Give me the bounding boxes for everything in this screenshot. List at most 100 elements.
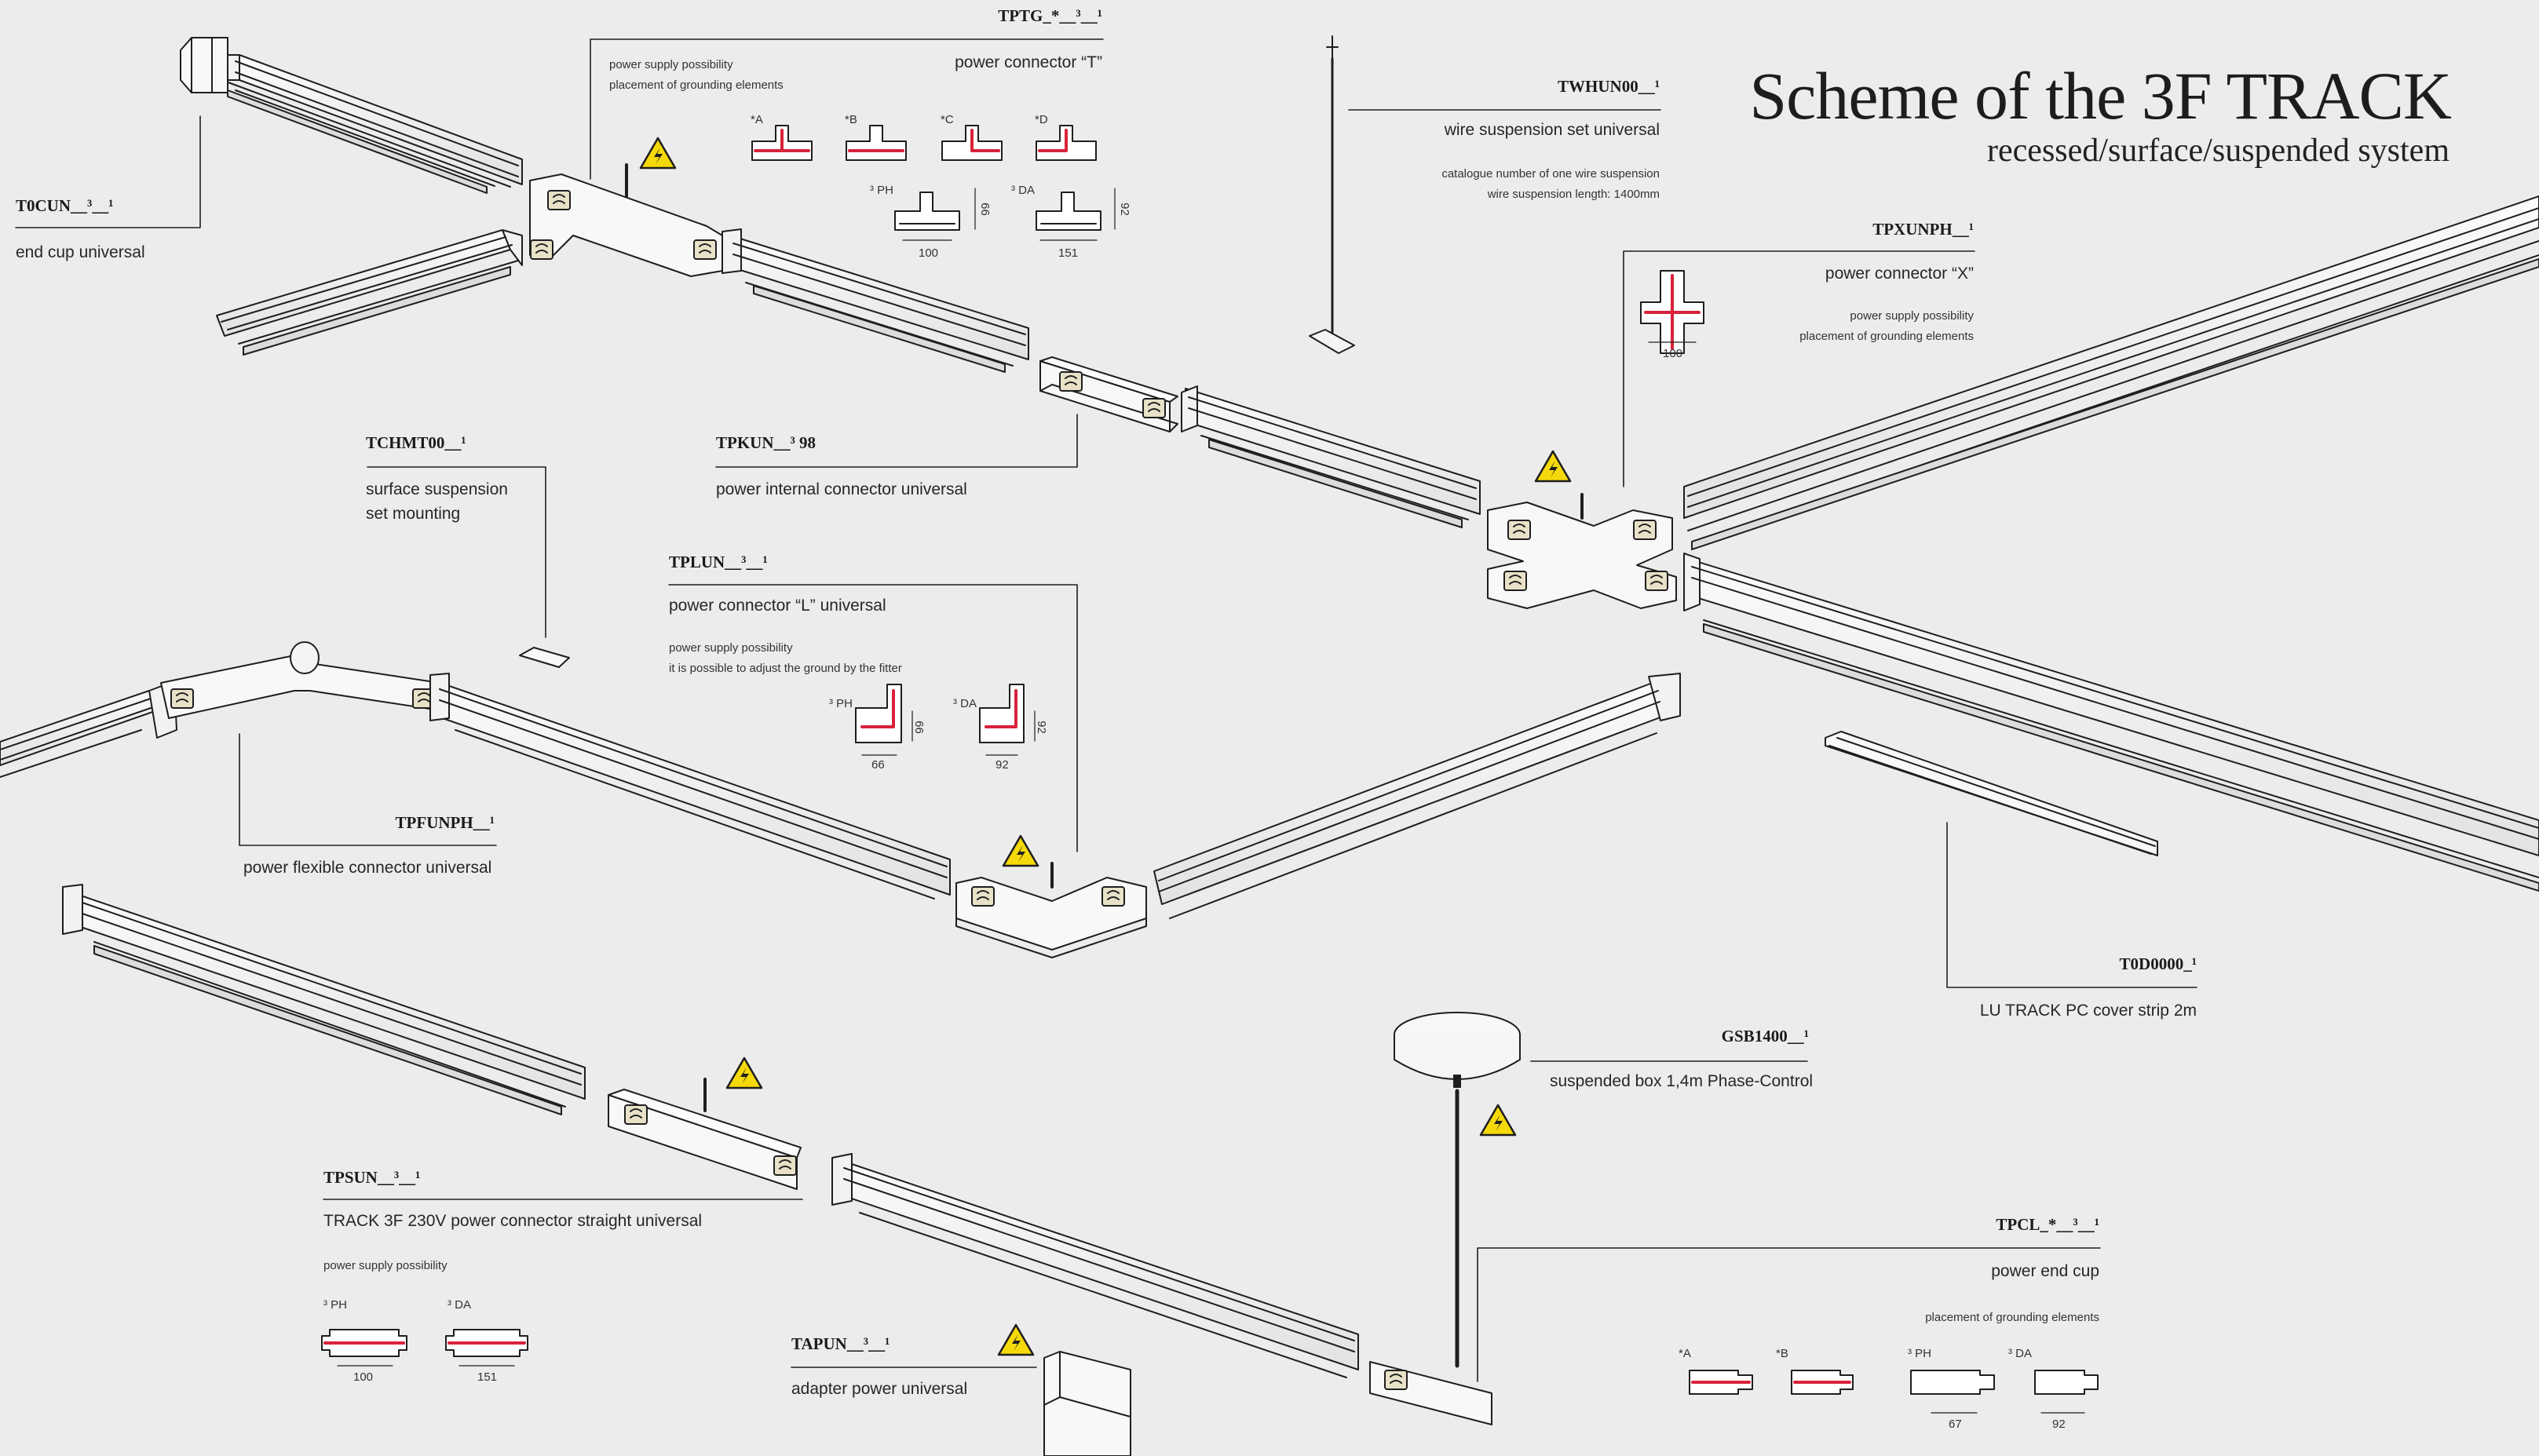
- l-size-ph-tag: ³ PH: [829, 697, 853, 710]
- internal-connector-label: power internal connector universal: [716, 480, 967, 498]
- warning-icon: [725, 1056, 763, 1089]
- end-cup: [180, 37, 228, 93]
- t-connector: [529, 173, 723, 277]
- end-cup-size-ph-tag: ³ PH: [1908, 1347, 1931, 1360]
- t-connector-note-1: power supply possibility: [609, 58, 733, 71]
- l-connector-note-1: power supply possibility: [669, 641, 793, 655]
- track-rail-b: [216, 229, 523, 356]
- cover-strip-code: T0D0000_¹: [2119, 954, 2197, 973]
- surface-suspension-label-2: set mounting: [366, 505, 461, 523]
- l-size-da-width: 92: [996, 758, 1009, 772]
- adapter-code: TAPUN__³__¹: [791, 1334, 890, 1353]
- x-size-width: 100: [1663, 347, 1683, 360]
- end-cup-power-note: placement of grounding elements: [1925, 1311, 2099, 1324]
- straight-connector-note: power supply possibility: [323, 1259, 448, 1272]
- diagram-title: Scheme of the 3F TRACK: [1749, 58, 2452, 133]
- x-variant-schematic: [1640, 270, 1704, 354]
- end-cup-power-label: power end cup: [1991, 1262, 2099, 1280]
- internal-connector: [1039, 356, 1178, 432]
- warning-icon: [1479, 1104, 1517, 1137]
- track-rail-j: [62, 884, 586, 1115]
- t-variant-c: *C: [941, 113, 954, 126]
- straight-connector-label: TRACK 3F 230V power connector straight u…: [323, 1212, 703, 1230]
- straight-size-ph-width: 100: [353, 1370, 374, 1384]
- end-cup-code: T0CUN__³__¹: [16, 196, 114, 215]
- surface-suspension-shape: [519, 647, 570, 668]
- cover-strip-shape: [1825, 731, 2158, 856]
- t-size-da-height: 92: [1117, 203, 1131, 216]
- track-rail-i: [1153, 673, 1681, 919]
- end-cup-variant-b: *B: [1776, 1347, 1788, 1360]
- straight-connector-code: TPSUN__³__¹: [323, 1168, 421, 1187]
- end-cup-size-ph-width: 67: [1949, 1418, 1962, 1431]
- warning-icon: [997, 1323, 1035, 1356]
- wire-suspension-label: wire suspension set universal: [1444, 121, 1660, 139]
- warning-icon: [1002, 834, 1039, 867]
- track-rail-c: [722, 228, 1029, 373]
- track-rail-k: [831, 1153, 1359, 1378]
- track-rail-h: [429, 673, 951, 900]
- t-size-ph-height: 66: [977, 203, 992, 216]
- wire-suspension-code: TWHUN00__¹: [1558, 77, 1660, 96]
- straight-size-da-tag: ³ DA: [448, 1298, 471, 1312]
- flexible-connector: [160, 641, 440, 719]
- end-cup-label: end cup universal: [16, 243, 145, 261]
- straight-size-da-width: 151: [477, 1370, 498, 1384]
- l-size-ph-height: 66: [911, 721, 926, 734]
- flexible-connector-code: TPFUNPH__¹: [395, 813, 495, 832]
- track-rail-d: [1181, 385, 1481, 528]
- straight-variant-schematics: [321, 1329, 528, 1367]
- l-size-da-tag: ³ DA: [953, 697, 977, 710]
- warning-icon: [639, 137, 677, 170]
- l-variant-schematics: [855, 684, 1036, 756]
- t-variant-d: *D: [1035, 113, 1048, 126]
- l-connector-label: power connector “L” universal: [669, 597, 886, 615]
- warning-icon: [1534, 450, 1572, 483]
- x-connector-note-1: power supply possibility: [1850, 309, 1974, 323]
- straight-size-ph-tag: ³ PH: [323, 1298, 347, 1312]
- straight-connector: [608, 1089, 802, 1190]
- cover-strip-label: LU TRACK PC cover strip 2m: [1979, 1002, 2197, 1020]
- suspended-box-label: suspended box 1,4m Phase-Control: [1550, 1072, 1814, 1090]
- end-cup-variant-schematics: [1689, 1370, 2099, 1414]
- wire-suspension-note-2: wire suspension length: 1400mm: [1487, 188, 1660, 201]
- t-size-ph-width: 100: [919, 246, 939, 260]
- adapter-shape: [1043, 1351, 1131, 1456]
- l-connector-code: TPLUN__³__¹: [669, 553, 768, 571]
- end-cup-power-code: TPCL_*__³__¹: [1996, 1215, 2099, 1234]
- wire-suspension-shape: [1309, 35, 1355, 354]
- x-connector: [1487, 502, 1677, 609]
- diagram-subtitle: recessed/surface/suspended system: [1987, 133, 2449, 169]
- track-rail-e: [1683, 195, 2539, 550]
- track-rail-a: [221, 54, 523, 194]
- x-connector-code: TPXUNPH__¹: [1872, 220, 1974, 239]
- t-size-ph-tag: ³ PH: [870, 184, 893, 197]
- t-variant-schematics: [751, 125, 1116, 241]
- l-connector: [955, 877, 1147, 958]
- adapter-label: adapter power universal: [791, 1380, 968, 1398]
- flexible-connector-label: power flexible connector universal: [243, 859, 492, 877]
- end-cup-size-da-width: 92: [2052, 1418, 2066, 1431]
- suspended-box-code: GSB1400__¹: [1721, 1027, 1809, 1045]
- t-connector-note-2: placement of grounding elements: [609, 78, 784, 92]
- t-variant-a: *A: [751, 113, 763, 126]
- power-end-cup-shape: [1369, 1361, 1492, 1425]
- surface-suspension-label-1: surface suspension: [366, 480, 508, 498]
- x-connector-note-2: placement of grounding elements: [1799, 330, 1974, 343]
- l-size-ph-width: 66: [871, 758, 885, 772]
- wire-suspension-note-1: catalogue number of one wire suspension: [1441, 167, 1660, 181]
- surface-suspension-code: TCHMT00__¹: [366, 433, 466, 452]
- end-cup-variant-a: *A: [1679, 1347, 1691, 1360]
- track-rail-f: [1683, 553, 2539, 892]
- x-connector-label: power connector “X”: [1825, 265, 1974, 283]
- internal-connector-code: TPKUN__³ 98: [716, 433, 816, 452]
- t-connector-code: TPTG_*__³__¹: [998, 6, 1102, 25]
- l-size-da-height: 92: [1034, 721, 1048, 734]
- t-connector-label: power connector “T”: [955, 53, 1102, 71]
- t-size-da-tag: ³ DA: [1011, 184, 1035, 197]
- t-size-da-width: 151: [1058, 246, 1079, 260]
- suspended-box-shape: [1394, 1012, 1521, 1368]
- t-variant-b: *B: [845, 113, 857, 126]
- track-rail-g: [0, 681, 177, 778]
